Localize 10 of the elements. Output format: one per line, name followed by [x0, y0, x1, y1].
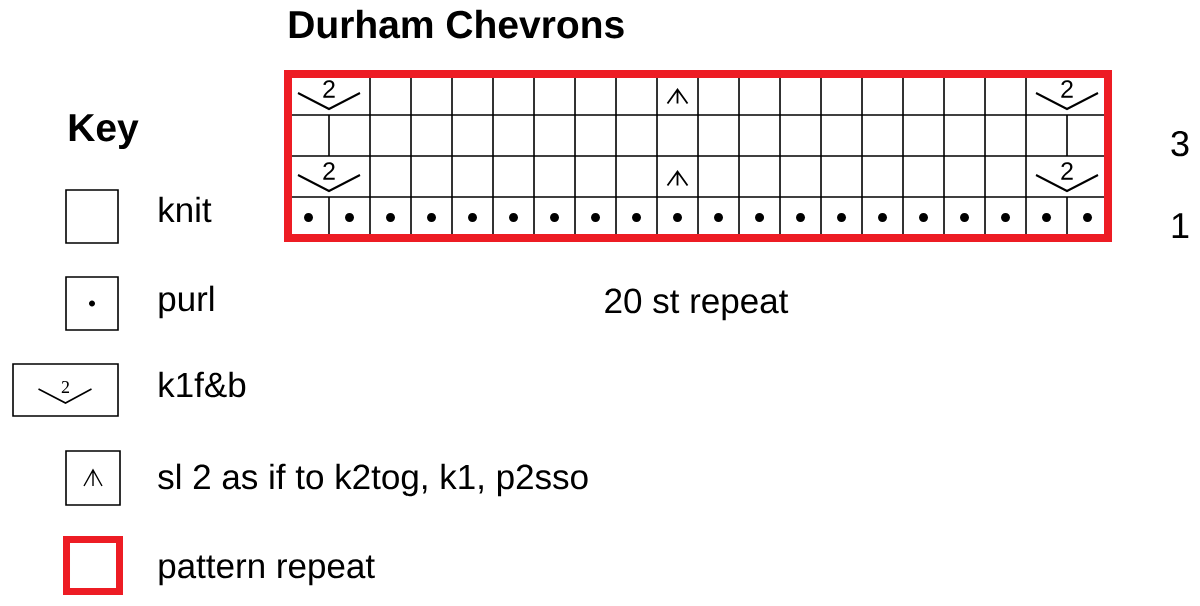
key-label: k1f&b — [159, 371, 246, 398]
repeat-label: 20 st repeat — [605, 288, 789, 321]
chart-title: Durham Chevrons — [289, 9, 624, 39]
key-label: knit — [159, 196, 212, 223]
key-label: pattern repeat — [159, 555, 375, 586]
key-label: purl — [159, 285, 214, 319]
row-number: 1 — [1172, 213, 1189, 238]
key-label: sl 2 as if to k2tog, k1, p2sso — [158, 463, 588, 497]
row-number: 3 — [1171, 130, 1189, 157]
key-heading: Key — [69, 114, 139, 150]
